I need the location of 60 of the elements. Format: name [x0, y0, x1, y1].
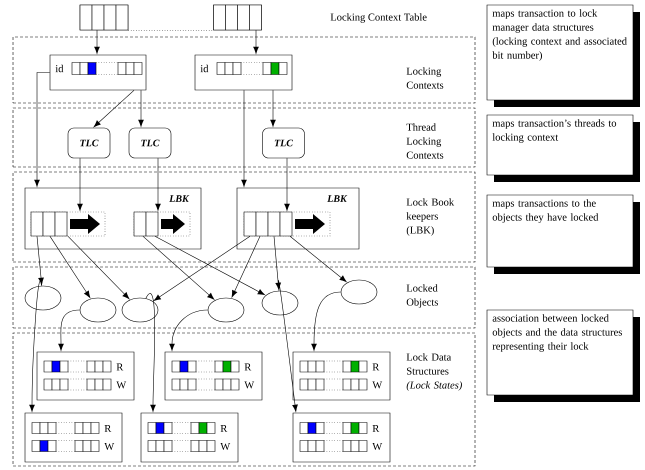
- lock-state-box: R W: [292, 412, 390, 462]
- note-box: maps transaction to lock manager data structures (locking context and associated bit number): [486, 4, 640, 107]
- arrow: [290, 236, 347, 282]
- arrow: [58, 310, 80, 351]
- layer-label: Locked Objects: [406, 284, 438, 308]
- arrow: [94, 30, 100, 54]
- arrow: [270, 90, 276, 127]
- object-ellipse: [24, 286, 62, 310]
- arrow: [169, 310, 208, 351]
- layer-label: Lock Book keepers (LBK): [406, 198, 454, 236]
- note-box: association between locked objects and the data structures representing their lock: [486, 310, 640, 402]
- table-cells: [80, 4, 128, 30]
- arrow: [253, 30, 259, 54]
- object-ellipse: [122, 298, 158, 322]
- arrow: [278, 280, 298, 412]
- arrow: [232, 236, 260, 298]
- arrow: [155, 158, 161, 211]
- note-box: maps transaction’s threads to locking context: [486, 114, 640, 182]
- connector-line: [128, 30, 214, 31]
- arrow: [68, 236, 130, 300]
- note-box: maps transactions to the objects they have locked: [486, 194, 640, 274]
- layer-label: Locking Contexts: [406, 67, 444, 89]
- lock-state-box: R W: [36, 352, 134, 400]
- arrow: [36, 236, 44, 285]
- arrow: [154, 236, 265, 296]
- bookkeeper-box: LBK: [236, 188, 360, 250]
- arrow: [154, 236, 250, 301]
- context-box: id: [194, 54, 292, 90]
- lock-state-box: R W: [164, 352, 262, 400]
- arrow: [94, 90, 134, 128]
- arrow: [311, 292, 341, 351]
- thread-context-box: TLC: [128, 128, 172, 158]
- arrow: [77, 158, 83, 211]
- layer-label: Thread Locking Contexts: [406, 123, 444, 159]
- lock-state-box: R W: [24, 412, 122, 462]
- object-ellipse: [208, 298, 244, 322]
- pointer-array: [134, 212, 190, 236]
- arrow: [50, 236, 90, 298]
- arrow: [274, 236, 281, 290]
- pointer-array: [244, 212, 330, 236]
- arrow: [146, 294, 156, 412]
- table-label: Locking Context Table: [330, 13, 427, 23]
- arrow: [138, 90, 144, 127]
- arrow: [142, 236, 214, 300]
- arrow: [34, 72, 50, 187]
- thread-context-box: TLC: [68, 128, 110, 158]
- context-box: id: [50, 54, 146, 90]
- arrow: [241, 90, 247, 187]
- thread-context-box: TLC: [262, 128, 305, 158]
- lock-state-box: R W: [140, 412, 238, 462]
- lock-state-box: R W: [292, 352, 390, 400]
- object-ellipse: [80, 298, 116, 322]
- object-ellipse: [340, 280, 378, 304]
- layer-label: Lock Data Structures (Lock States): [406, 353, 462, 391]
- object-ellipse: [262, 290, 298, 316]
- table-cells: [213, 4, 262, 30]
- bookkeeper-box: LBK: [24, 188, 202, 250]
- pointer-array: [30, 212, 106, 236]
- arrow: [284, 158, 290, 211]
- arrow: [29, 281, 42, 412]
